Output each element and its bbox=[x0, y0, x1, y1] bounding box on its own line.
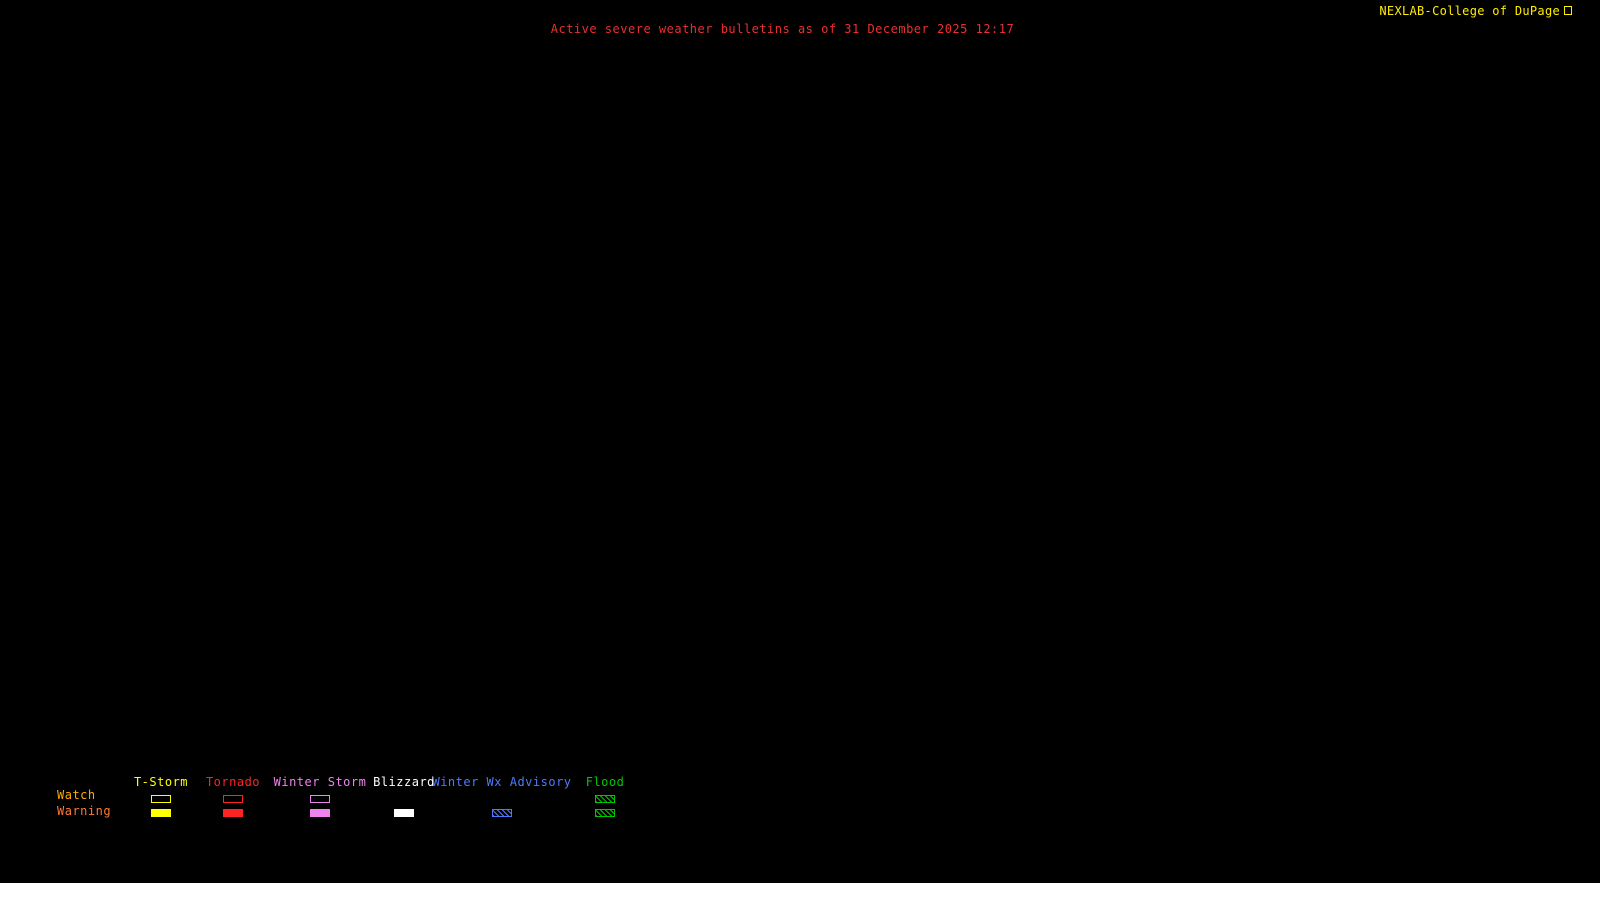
legend-col-winter-storm: Winter Storm bbox=[240, 775, 400, 819]
tstorm-warning-swatch bbox=[151, 808, 171, 817]
legend-label: Tornado bbox=[205, 775, 261, 789]
legend-row-warning-label: Warning bbox=[57, 804, 112, 818]
winter-storm-watch-swatch bbox=[310, 794, 330, 803]
legend-label: Blizzard bbox=[373, 775, 435, 789]
page-title: Active severe weather bulletins as of 31… bbox=[550, 22, 1015, 36]
legend-col-flood: Flood bbox=[525, 775, 685, 819]
bottom-whitespace-strip bbox=[0, 883, 1600, 900]
flood-watch-swatch bbox=[595, 794, 615, 803]
tornado-watch-swatch bbox=[223, 794, 243, 803]
credit-text: NEXLAB-College of DuPage bbox=[1379, 4, 1560, 18]
legend-label: Winter Wx Advisory bbox=[432, 775, 572, 789]
flood-warning-swatch bbox=[595, 808, 615, 817]
legend-row-watch-label: Watch bbox=[57, 788, 96, 802]
legend-label: T-Storm bbox=[133, 775, 189, 789]
blizzard-warning-swatch bbox=[394, 808, 414, 817]
legend: Watch Warning T-Storm Tornado Winter Sto… bbox=[0, 775, 1600, 825]
tornado-warning-swatch bbox=[223, 808, 243, 817]
legend-label: Winter Storm bbox=[273, 775, 367, 789]
legend-col-blizzard: Blizzard bbox=[324, 775, 484, 819]
credit-line: NEXLAB-College of DuPage bbox=[1379, 4, 1572, 18]
legend-col-winter-wx-advisory: Winter Wx Advisory bbox=[422, 775, 582, 819]
legend-col-tornado: Tornado bbox=[153, 775, 313, 819]
tstorm-watch-swatch bbox=[151, 794, 171, 803]
legend-label: Flood bbox=[585, 775, 625, 789]
winter-storm-warning-swatch bbox=[310, 808, 330, 817]
winter-wx-warning-swatch bbox=[492, 808, 512, 817]
nexlab-logo-icon bbox=[1564, 5, 1572, 15]
legend-col-tstorm: T-Storm bbox=[81, 775, 241, 819]
